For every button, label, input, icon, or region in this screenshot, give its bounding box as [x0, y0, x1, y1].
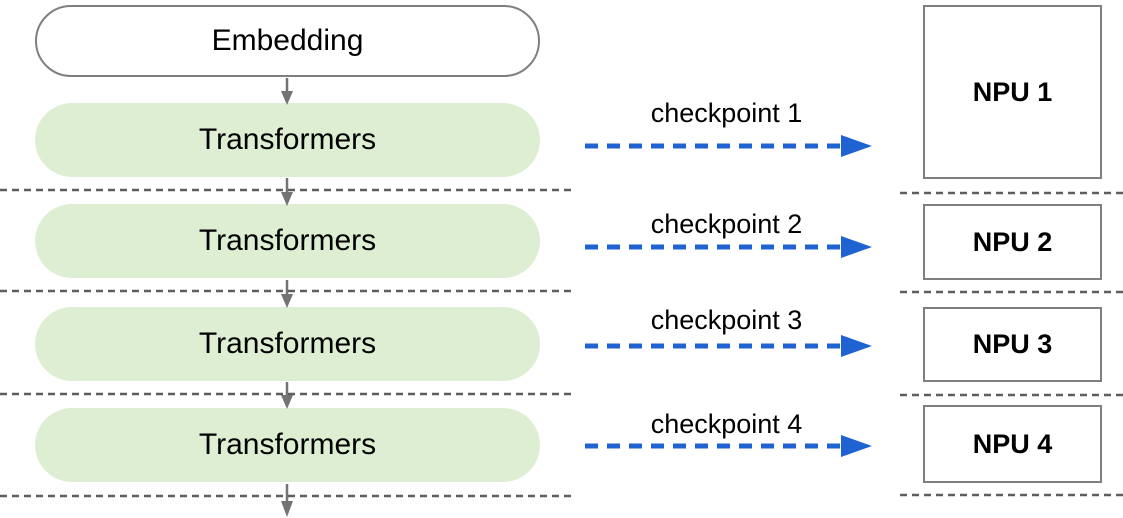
stage-separator-left-1 [0, 188, 573, 192]
transformers-label: Transformers [198, 224, 377, 257]
down-arrow-icon [281, 382, 293, 409]
transformers-label: Transformers [198, 327, 377, 360]
stage-separator-right-2 [900, 290, 1123, 294]
down-arrow-icon [281, 78, 293, 105]
checkpoint-label-2: checkpoint 2 [650, 209, 803, 239]
npu-label: NPU 2 [972, 226, 1053, 257]
transformers-node-4: Transformers [35, 408, 540, 482]
down-arrow-icon [281, 484, 293, 517]
stage-separator-left-2 [0, 289, 573, 293]
stage-separator-left-4 [0, 494, 573, 498]
embedding-node: Embedding [35, 5, 540, 77]
npu-node-2: NPU 2 [923, 204, 1102, 280]
transformers-label: Transformers [198, 123, 377, 156]
checkpoint-arrow-icon-3 [585, 335, 872, 357]
transformers-node-3: Transformers [35, 307, 540, 381]
embedding-label: Embedding [211, 24, 364, 57]
npu-label: NPU 1 [972, 76, 1053, 107]
transformers-node-1: Transformers [35, 103, 540, 177]
checkpoint-arrow-icon-2 [585, 236, 872, 258]
stage-separator-right-4 [900, 493, 1123, 497]
checkpoint-arrow-icon-4 [585, 435, 872, 457]
checkpoint-arrow-icon-1 [585, 135, 872, 157]
checkpoint-label-3: checkpoint 3 [650, 305, 803, 335]
transformers-node-2: Transformers [35, 204, 540, 278]
stage-separator-right-1 [900, 191, 1123, 195]
stage-separator-right-3 [900, 393, 1123, 397]
down-arrow-icon [281, 178, 293, 206]
stage-separator-left-3 [0, 392, 573, 396]
npu-node-3: NPU 3 [923, 307, 1102, 382]
checkpoint-label-1: checkpoint 1 [650, 98, 803, 128]
npu-label: NPU 3 [972, 329, 1053, 359]
checkpoint-label-4: checkpoint 4 [650, 409, 803, 439]
npu-label: NPU 4 [972, 428, 1053, 459]
transformers-label: Transformers [198, 428, 377, 461]
down-arrow-icon [281, 280, 293, 308]
npu-node-4: NPU 4 [923, 405, 1102, 483]
npu-node-1: NPU 1 [923, 5, 1102, 179]
